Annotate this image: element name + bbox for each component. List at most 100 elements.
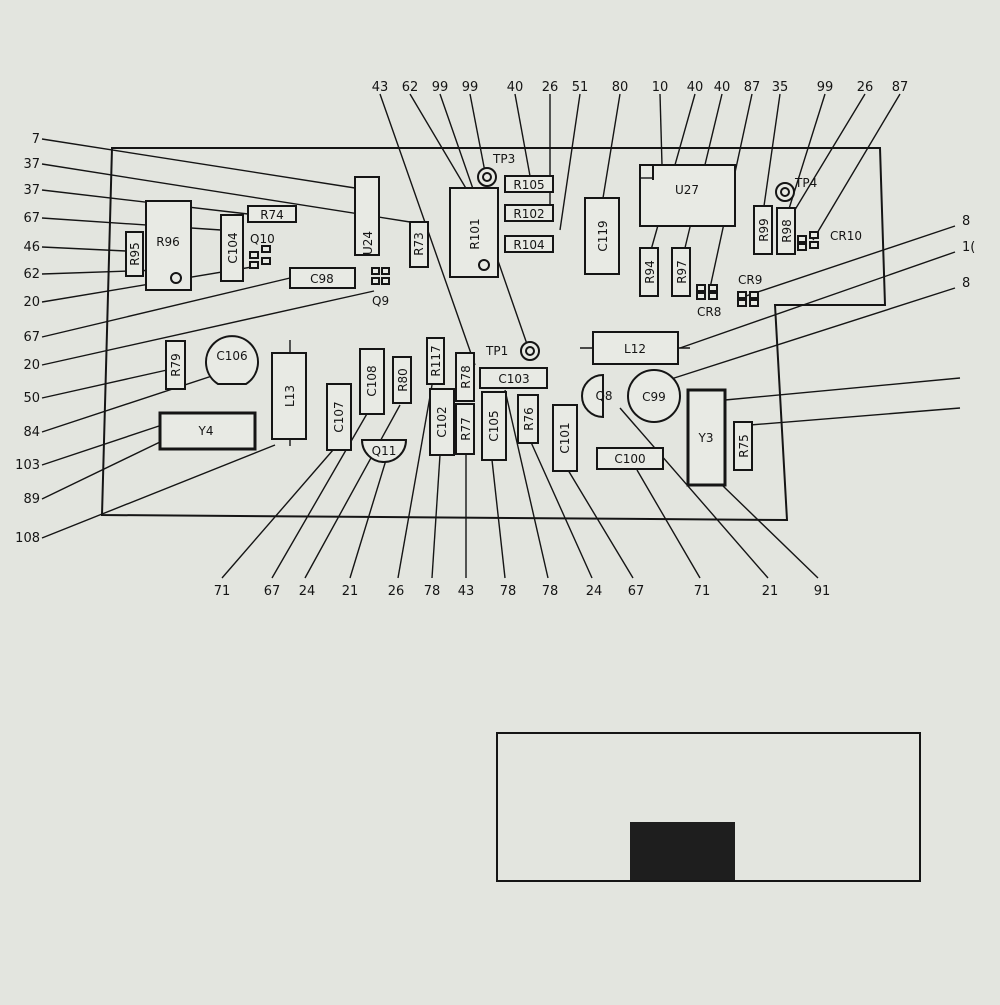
component-c99 [627, 369, 681, 423]
callout-left: 7 [32, 132, 40, 147]
callout-right: 8 [962, 276, 970, 291]
component-c104 [220, 214, 244, 282]
label-r80: R80 [396, 368, 410, 392]
component-q8 [581, 373, 604, 419]
callout-top: 99 [817, 80, 834, 95]
label-c105: C105 [487, 410, 501, 441]
callout-left: 20 [23, 295, 40, 310]
callout-top: 62 [402, 80, 419, 95]
connector-box [496, 732, 921, 882]
callout-top: 87 [892, 80, 909, 95]
callouts-top: 43 62 99 99 40 26 51 80 10 40 40 87 35 9… [372, 80, 909, 95]
component-r95 [125, 231, 144, 277]
callout-bottom: 67 [628, 584, 645, 599]
component-l12 [592, 331, 679, 365]
callout-left: 50 [23, 391, 40, 406]
label-r104: R104 [513, 238, 544, 252]
label-c100: C100 [614, 452, 645, 466]
callout-bottom: 67 [264, 584, 281, 599]
component-u24 [354, 176, 380, 256]
component-c107 [326, 383, 352, 451]
callout-left: 108 [15, 531, 40, 546]
tp3-center-icon [482, 172, 492, 182]
label-l13: L13 [283, 385, 297, 407]
component-r99 [753, 205, 773, 255]
label-u24: U24 [361, 231, 375, 255]
connector-tab [630, 822, 735, 880]
component-c98 [289, 267, 356, 289]
label-r96: R96 [156, 235, 180, 249]
callout-left: 67 [23, 211, 40, 226]
callout-top: 35 [772, 80, 789, 95]
label-c99: C99 [642, 390, 666, 404]
label-r75: R75 [737, 434, 751, 458]
component-r75 [733, 421, 753, 471]
component-y3 [686, 388, 727, 487]
label-r94: R94 [643, 260, 657, 284]
label-r73: R73 [412, 232, 426, 256]
component-cr10 [797, 231, 819, 251]
component-r79 [165, 340, 186, 390]
component-cr9 [737, 291, 759, 307]
label-r102: R102 [513, 207, 544, 221]
component-r77 [455, 403, 475, 455]
r101-adjust-screw-icon [478, 259, 490, 271]
callout-top: 99 [462, 80, 479, 95]
label-y4: Y4 [198, 424, 214, 438]
callout-top: 40 [687, 80, 704, 95]
callout-bottom: 24 [586, 584, 603, 599]
callout-left: 67 [23, 330, 40, 345]
component-q9 [371, 267, 390, 285]
label-r76: R76 [522, 407, 536, 431]
callout-left: 37 [23, 157, 40, 172]
label-r97: R97 [675, 260, 689, 284]
label-c103: C103 [498, 372, 529, 386]
callout-left: 103 [15, 458, 40, 473]
component-c103 [479, 367, 548, 389]
callout-left: 89 [23, 492, 40, 507]
callout-bottom: 43 [458, 584, 475, 599]
label-y3: Y3 [698, 431, 714, 445]
component-r74 [247, 205, 297, 223]
component-r78 [455, 352, 475, 402]
callout-right: 1( [962, 240, 975, 255]
label-c106: C106 [216, 349, 247, 363]
component-r104 [504, 235, 554, 253]
callout-left: 37 [23, 183, 40, 198]
label-r117: R117 [429, 345, 443, 376]
callouts-left: 7 37 37 67 46 62 20 67 20 50 84 103 89 1… [15, 132, 40, 546]
callout-bottom: 71 [694, 584, 711, 599]
callout-top: 26 [857, 80, 874, 95]
label-q10: Q10 [250, 232, 275, 246]
component-r105 [504, 175, 554, 193]
callout-bottom: 21 [762, 584, 779, 599]
label-r101: R101 [468, 218, 482, 249]
components: R96 R95 C104 Q10 R74 C98 Q9 U24 R73 [125, 152, 862, 487]
label-r74: R74 [260, 208, 284, 222]
callout-bottom: 26 [388, 584, 405, 599]
component-r73 [409, 221, 429, 268]
callout-bottom: 24 [299, 584, 316, 599]
callout-top: 40 [714, 80, 731, 95]
callout-bottom: 78 [500, 584, 517, 599]
label-tp1: TP1 [485, 344, 508, 358]
callout-top: 87 [744, 80, 761, 95]
component-c101 [552, 404, 578, 472]
callout-bottom: 78 [424, 584, 441, 599]
tp1-center-icon [525, 346, 535, 356]
callouts-bottom: 71 67 24 21 26 78 43 78 78 24 67 71 21 9… [214, 584, 831, 599]
callout-bottom: 71 [214, 584, 231, 599]
component-r76 [517, 394, 539, 444]
label-cr10: CR10 [830, 229, 862, 243]
leader-lines [41, 93, 961, 579]
label-r98: R98 [780, 219, 794, 243]
label-c107: C107 [332, 401, 346, 432]
callout-bottom: 21 [342, 584, 359, 599]
label-r77: R77 [459, 417, 473, 441]
label-c98: C98 [310, 272, 334, 286]
label-l12: L12 [624, 342, 646, 356]
component-r98 [776, 207, 796, 255]
component-cr8 [696, 284, 718, 300]
label-c119: C119 [596, 220, 610, 251]
